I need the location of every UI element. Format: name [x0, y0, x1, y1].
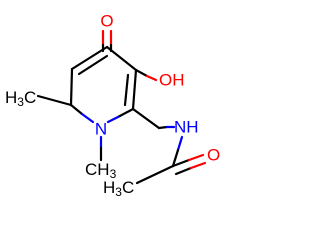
carbonyl-oxygen-label: O — [100, 12, 113, 31]
hydroxyl-label: OH — [159, 71, 185, 90]
methyl-c6-label: H3C — [5, 88, 36, 110]
acetyl-methyl-label: H3C — [103, 178, 134, 200]
carbonyl-bond — [101, 29, 113, 48]
carbonyl-bond-carbon-side — [101, 43, 113, 53]
bond-c3-c2-double — [123, 73, 130, 107]
methyl-n1-label: CH3 — [85, 160, 117, 182]
bond-c2-ch2 — [131, 107, 161, 130]
hydroxyl-bond — [134, 68, 158, 82]
bond-c5-c6 — [69, 67, 74, 107]
amide-oxygen-label: O — [207, 146, 220, 165]
ring-nitrogen-bonds — [69, 103, 135, 162]
amide-nitrogen-bonds — [157, 125, 184, 168]
molecule-structure: O OH N NH O H3C CH3 H3C — [5, 12, 220, 200]
bond-c3-c2 — [131, 68, 138, 111]
bond-c5-c4-double — [77, 54, 109, 76]
bond-c5-c4 — [70, 45, 109, 71]
amide-nh-label: NH — [174, 118, 199, 137]
amide-carbonyl-bond — [171, 153, 207, 176]
ring-nitrogen-label: N — [95, 120, 107, 139]
bond-amide-c-methyl — [135, 164, 175, 185]
structure-canvas: O OH N NH O H3C CH3 H3C — [5, 11, 221, 200]
bond-c6-methyl — [36, 94, 73, 107]
